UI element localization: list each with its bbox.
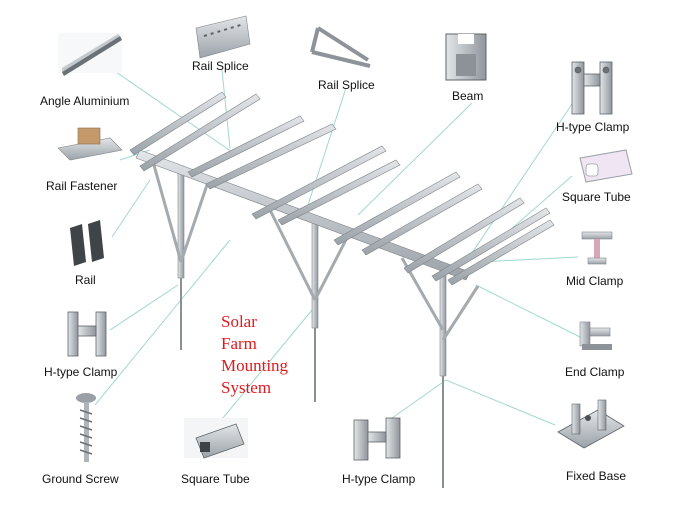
leader-lines: [94, 69, 583, 426]
label-angle-aluminium: Angle Aluminium: [40, 94, 130, 108]
h-clamp-top-icon: [571, 61, 613, 115]
rail-splice-bracket-icon: [310, 26, 371, 68]
title-line: System: [221, 378, 272, 397]
h-clamp-left-icon: [67, 311, 107, 357]
diagram-title: Solar Farm Mounting System: [221, 311, 288, 399]
label-square-tube-right: Square Tube: [562, 190, 631, 204]
label-h-clamp-left: H-type Clamp: [44, 365, 118, 379]
label-h-clamp-bottom: H-type Clamp: [342, 472, 416, 486]
label-beam: Beam: [452, 89, 484, 103]
label-rail-fastener: Rail Fastener: [46, 179, 118, 193]
h-clamp-bottom-icon: [353, 417, 401, 461]
label-rail: Rail: [75, 273, 96, 287]
post-screws: [180, 278, 444, 488]
mounting-structure: [129, 91, 555, 488]
title-line: Farm: [221, 334, 257, 353]
mid-clamp-icon: [581, 231, 613, 265]
label-h-clamp-top: H-type Clamp: [556, 120, 630, 134]
title-line: Mounting: [221, 356, 289, 375]
square-tube-bottom-icon: [184, 418, 248, 459]
label-fixed-base: Fixed Base: [566, 469, 627, 483]
beam-icon: [445, 33, 487, 81]
angle-aluminium-icon: [58, 33, 122, 76]
label-mid-clamp: Mid Clamp: [566, 274, 624, 288]
square-tube-right-icon: [579, 149, 633, 183]
rail-fastener-icon: [57, 127, 123, 161]
rails: [129, 91, 555, 286]
title-line: Solar: [221, 312, 257, 331]
posts: [177, 165, 447, 377]
label-rail-splice-bracket: Rail Splice: [318, 78, 375, 92]
label-rail-splice: Rail Splice: [192, 59, 249, 73]
fixed-base-icon: [557, 399, 625, 449]
label-ground-screw: Ground Screw: [42, 472, 119, 486]
end-clamp-icon: [579, 321, 612, 350]
label-square-tube-bottom: Square Tube: [181, 472, 250, 486]
ground-screw-icon: [76, 393, 96, 462]
rail-icon: [70, 220, 104, 266]
label-end-clamp: End Clamp: [565, 365, 625, 379]
rail-splice-icon: [195, 15, 251, 59]
